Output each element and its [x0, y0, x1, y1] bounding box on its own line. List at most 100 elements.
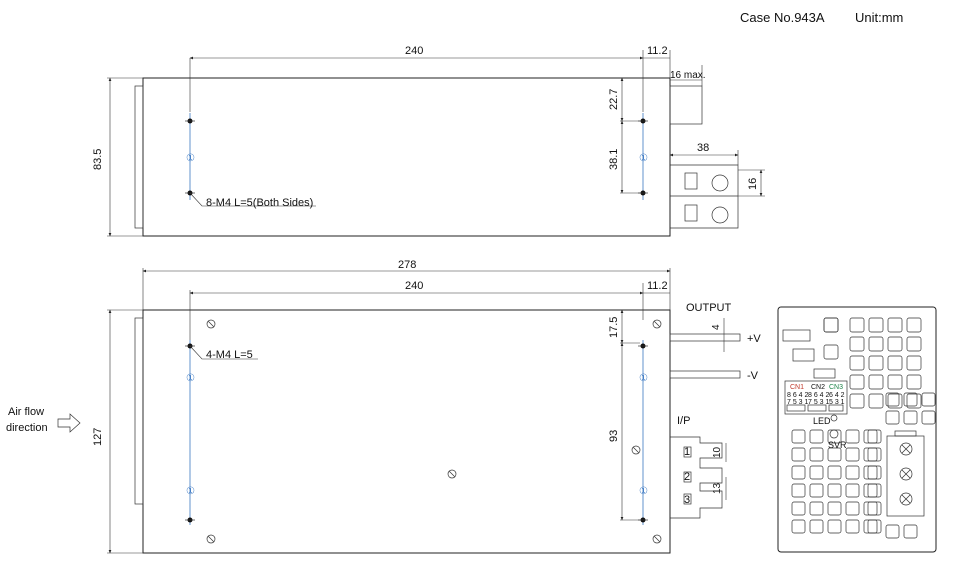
front-panel-body: [777, 306, 937, 553]
case-number: Case No.943A: [740, 10, 825, 25]
cn3-pins-bottom: 5 3 1: [829, 399, 845, 406]
connector-area: [784, 380, 848, 415]
dim-11-2-side: 11.2: [647, 280, 668, 292]
screw-note-top: 8-M4 L=5(Both Sides): [206, 197, 313, 209]
unit-label: Unit:mm: [855, 10, 904, 25]
vent-slot: [868, 393, 884, 409]
led-indicator: [830, 414, 838, 422]
airflow-arrow-icon: [57, 413, 81, 433]
vent-slot: [849, 393, 865, 409]
vent-slot: [827, 501, 842, 516]
vent-slot: [827, 519, 842, 534]
vent-slot: [868, 317, 884, 333]
vent-slot: [903, 410, 918, 425]
screw-note-side: 4-M4 L=5: [206, 349, 253, 361]
vent-slot: [867, 501, 882, 516]
dim-83-5: 83.5: [92, 149, 104, 170]
dim-22-7: 22.7: [608, 89, 620, 110]
terminal-screw: [711, 174, 729, 192]
vent-slot: [921, 410, 936, 425]
front-panel-tab: [813, 368, 836, 379]
vent-slot: [827, 447, 842, 462]
top-view: ① ① 240 11.2 16 max. 83.5 22.7 38.1 38 1…: [92, 45, 765, 237]
vent-slot: [845, 519, 860, 534]
vent-slot: [863, 465, 878, 480]
vent-slot: [863, 501, 878, 516]
output-plus-label: +V: [747, 333, 761, 345]
cn1-pins-bottom: 7 5 3 1: [787, 399, 809, 406]
input-pin-3: 3: [684, 494, 690, 506]
front-panel-tab: [782, 329, 811, 342]
vent-slot: [823, 317, 839, 333]
vent-slot: [845, 483, 860, 498]
vent-slot: [887, 317, 903, 333]
svr-knob: [829, 429, 839, 439]
connector-cn2: CN2: [811, 384, 825, 391]
vent-slot: [906, 317, 922, 333]
output-minus-label: -V: [747, 370, 759, 382]
dim-16-max: 16 max.: [670, 70, 706, 81]
vent-slot: [823, 344, 839, 360]
dim-240-top: 240: [405, 45, 423, 57]
cn2-pins-bottom: 7 5 3 1: [808, 399, 830, 406]
terminal-screw: [711, 206, 729, 224]
mount-hole: [185, 517, 195, 523]
vent-slot: [887, 336, 903, 352]
vent-slot: [791, 519, 806, 534]
vent-slot: [906, 374, 922, 390]
vent-slot: [906, 393, 922, 409]
vent-slot: [849, 317, 865, 333]
vent-screw: [206, 319, 216, 329]
vent-slot: [885, 410, 900, 425]
vent-slot: [827, 483, 842, 498]
ac-terminal-block: [886, 435, 925, 517]
connector-cn3: CN3: [829, 384, 843, 391]
mount-hole: [185, 118, 195, 124]
side-view: 278 240 11.2 127 17.5 93 ① ① ① ①: [6, 259, 761, 554]
terminal-bracket: [670, 164, 739, 229]
dim-17-5: 17.5: [608, 317, 620, 338]
hole-marker: ①: [639, 486, 648, 497]
vent-slot: [887, 374, 903, 390]
vent-slot: [868, 374, 884, 390]
dim-38: 38: [697, 142, 709, 154]
vent-slot: [887, 393, 903, 409]
vent-slot: [867, 483, 882, 498]
hole-marker: ①: [186, 373, 195, 384]
dim-11-2-top: 11.2: [647, 45, 668, 57]
terminal-screw-icon: [899, 467, 913, 481]
vent-slot: [845, 429, 860, 444]
vent-slot: [823, 317, 839, 333]
vent-slot: [885, 392, 900, 407]
airflow-label-1: Air flow: [8, 406, 44, 418]
mount-hole: [638, 343, 648, 349]
vent-slot: [903, 392, 918, 407]
vent-slot: [867, 519, 882, 534]
vent-slot: [885, 524, 900, 539]
top-view-body: [142, 77, 671, 237]
vent-slot: [809, 483, 824, 498]
vent-slot: [867, 465, 882, 480]
terminal-screw-icon: [899, 492, 913, 506]
cn2-pins-top: 8 6 4 2: [808, 392, 830, 399]
ip-label: I/P: [677, 415, 690, 427]
vent-slot: [863, 429, 878, 444]
led-label: LED: [813, 416, 831, 426]
dim-10: 10: [712, 446, 723, 458]
side-view-endplate: [134, 317, 144, 505]
vent-slot: [906, 336, 922, 352]
vent-slot: [809, 429, 824, 444]
vent-slot: [791, 501, 806, 516]
vent-slot: [867, 429, 882, 444]
vent-slot: [791, 447, 806, 462]
vent-slot: [863, 447, 878, 462]
hole-marker: ①: [186, 153, 195, 164]
vent-screw: [206, 534, 216, 544]
top-view-endplate: [134, 85, 144, 229]
dim-240-side: 240: [405, 280, 423, 292]
vent-screw: [631, 445, 641, 455]
svr-label: SVR: [828, 440, 847, 450]
mount-hole: [638, 517, 648, 523]
vent-slot: [849, 336, 865, 352]
